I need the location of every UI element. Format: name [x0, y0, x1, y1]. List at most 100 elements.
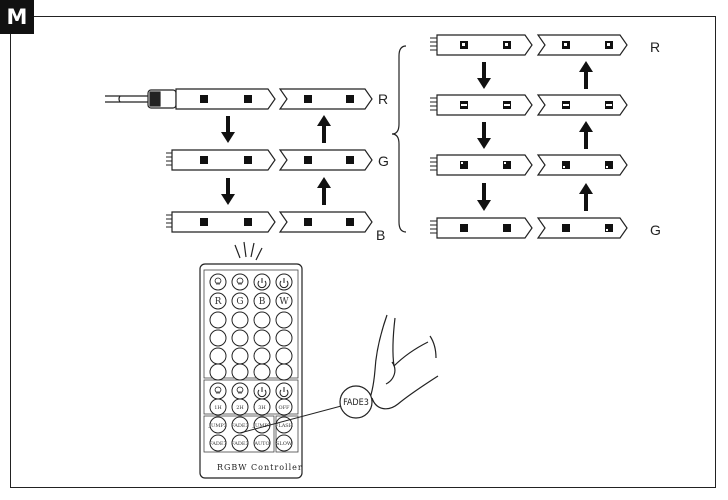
right-strip-2b	[536, 94, 628, 116]
right-strip-4a	[430, 217, 533, 239]
remote-mode-label: SLOW	[276, 441, 293, 447]
left-arrow-up-1	[317, 115, 331, 143]
remote-btn2-0[interactable]	[209, 382, 227, 400]
remote-btn-blank-0-0[interactable]	[209, 311, 227, 329]
brightness-up-icon	[214, 277, 222, 285]
right-arrow-down-3	[477, 183, 491, 211]
right-strip-3a	[430, 154, 533, 176]
right-strip-1b	[536, 34, 628, 56]
remote-btn-mode1-3[interactable]	[275, 416, 293, 434]
left-arrow-up-2	[317, 177, 331, 205]
remote-btn-blank-1-2[interactable]	[253, 329, 271, 347]
brightness-up-icon	[214, 386, 222, 394]
right-label-r: R	[650, 39, 660, 55]
remote-btn-blank-0-3[interactable]	[275, 311, 293, 329]
remote-btn-timer-3[interactable]	[275, 398, 293, 416]
finger-hand	[369, 314, 439, 410]
remote-btn-mode2-2[interactable]	[253, 434, 271, 452]
left-strip-g2	[278, 149, 373, 171]
left-strip-r1	[175, 88, 276, 110]
remote-mode-label: FADE3	[231, 423, 249, 429]
power-on-icon	[279, 387, 289, 398]
remote-btn-mode2-0[interactable]	[209, 434, 227, 452]
figure-badge: M	[0, 0, 34, 34]
power-off-icon	[257, 387, 267, 398]
right-arrow-up-3	[579, 183, 593, 211]
brightness-down-icon	[236, 386, 244, 394]
remote-btn-color-2[interactable]	[253, 292, 271, 310]
left-label-b: B	[376, 227, 385, 243]
power-on-icon	[279, 278, 289, 289]
left-strip-b1	[166, 211, 276, 233]
left-arrow-down-1	[221, 116, 235, 143]
remote-btn-mode1-0[interactable]	[209, 416, 227, 434]
remote-btn-blank-1-0[interactable]	[209, 329, 227, 347]
remote-btn-blank-3-0[interactable]	[209, 363, 227, 381]
right-strip-3b	[536, 154, 628, 176]
right-arrow-down-2	[477, 122, 491, 149]
right-arrow-down-1	[477, 62, 491, 89]
remote-btn-mode2-3[interactable]	[275, 434, 293, 452]
right-strip-2a	[430, 94, 533, 116]
remote-title: RGBW Controller	[217, 463, 303, 472]
remote-mode-label: AUTO	[253, 441, 269, 447]
remote-btn-blank-2-2[interactable]	[253, 347, 271, 365]
left-strip-g1	[166, 149, 276, 171]
power-connector	[147, 89, 177, 109]
right-label-g: G	[650, 222, 661, 238]
right-strip-1a	[430, 34, 533, 56]
remote-btn-blank-3-1[interactable]	[231, 363, 249, 381]
remote-btn-blank-2-3[interactable]	[275, 347, 293, 365]
right-arrow-up-1	[579, 61, 593, 89]
signal-rays	[234, 241, 263, 261]
left-arrow-down-2	[221, 178, 235, 205]
remote-btn-blank-0-1[interactable]	[231, 311, 249, 329]
callout-label: FADE3	[343, 398, 369, 408]
remote-btn-blank-1-3[interactable]	[275, 329, 293, 347]
remote-btn-color-0[interactable]	[209, 292, 227, 310]
brightness-down-icon	[236, 277, 244, 285]
remote-color-label: W	[279, 297, 289, 307]
remote-timer-label: 3H	[258, 405, 266, 411]
remote-btn-timer-1[interactable]	[231, 398, 249, 416]
remote-btn-brightness-up[interactable]	[209, 273, 227, 291]
remote-timer-label: 1H	[214, 405, 222, 411]
left-strip-b2	[278, 211, 373, 233]
left-strip-r2	[278, 88, 373, 110]
remote-mode-label: FADE7	[209, 441, 227, 447]
remote-btn-blank-2-0[interactable]	[209, 347, 227, 365]
figure-frame	[10, 16, 716, 488]
left-label-r: R	[378, 91, 388, 107]
remote-btn2-1[interactable]	[231, 382, 249, 400]
remote-timer-label: OFF	[278, 405, 290, 411]
remote-btn-timer-2[interactable]	[253, 398, 271, 416]
brace	[391, 45, 407, 233]
remote-btn-color-3[interactable]	[275, 292, 293, 310]
remote-mode-label: JUMP3	[208, 423, 227, 429]
remote-btn-blank-0-2[interactable]	[253, 311, 271, 329]
remote-btn-mode2-1[interactable]	[231, 434, 249, 452]
remote-color-label: R	[215, 297, 222, 307]
remote-btn-blank-3-3[interactable]	[275, 363, 293, 381]
left-label-g: G	[378, 153, 389, 169]
remote-mode-label: FADE3	[231, 441, 249, 447]
remote-btn-color-1[interactable]	[231, 292, 249, 310]
remote-btn-blank-3-2[interactable]	[253, 363, 271, 381]
remote-btn-blank-2-1[interactable]	[231, 347, 249, 365]
remote-btn-timer-0[interactable]	[209, 398, 227, 416]
power-cable	[105, 95, 150, 103]
remote-btn-brightness-down[interactable]	[231, 273, 249, 291]
remote-color-label: G	[236, 297, 243, 307]
right-strip-4b	[536, 217, 628, 239]
right-arrow-up-2	[579, 121, 593, 149]
power-off-icon	[257, 278, 267, 289]
remote-color-label: B	[259, 297, 266, 307]
remote-mode-label: FLASH	[275, 423, 294, 429]
remote-btn-blank-1-1[interactable]	[231, 329, 249, 347]
remote-mode-label: JUMP7	[252, 423, 271, 429]
remote-timer-label: 2H	[236, 405, 244, 411]
fade3-callout: FADE3	[239, 385, 373, 434]
